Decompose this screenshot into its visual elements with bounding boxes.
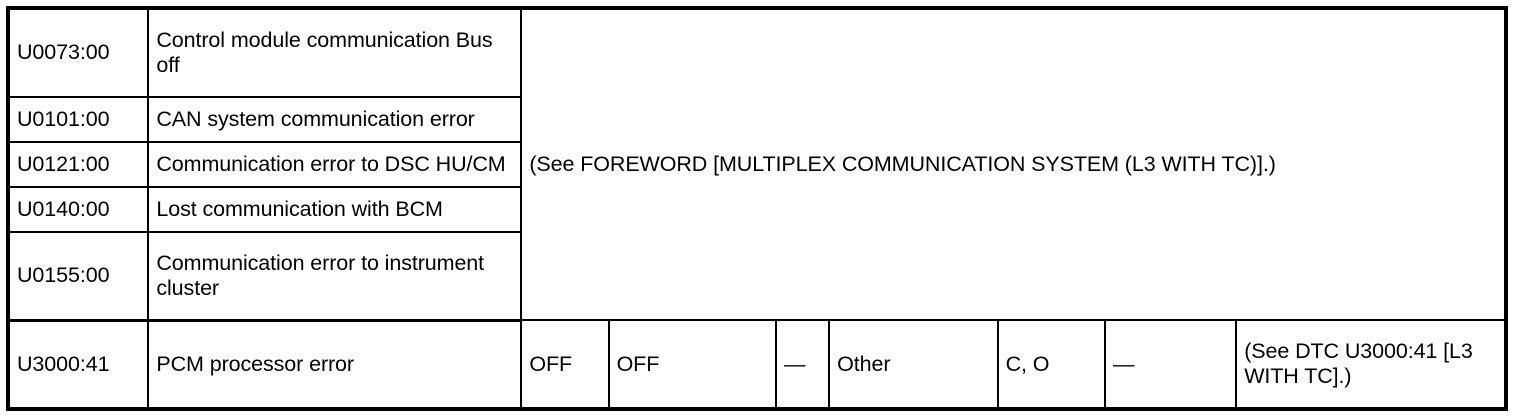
table-row: U0155:00 Communication error to instrume…: [6, 231, 1506, 322]
table-row: U0121:00 Communication error to DSC HU/C…: [6, 140, 1506, 189]
dtc-description-cell: PCM processor error: [147, 319, 523, 410]
dtc-code-cell: U0121:00: [6, 140, 150, 189]
dtc-value-cell-2: OFF: [607, 319, 778, 410]
foreword-reference-cell: (See FOREWORD [MULTIPLEX COMMUNICATION S…: [520, 6, 1507, 322]
dtc-value-cell-3: —: [774, 319, 831, 410]
dtc-code-cell: U0101:00: [6, 95, 150, 143]
dtc-code-cell: U0155:00: [6, 231, 150, 322]
dtc-description-cell: CAN system communication error: [147, 95, 523, 143]
dtc-description-cell: Communication error to instrument cluste…: [147, 231, 523, 322]
dtc-value-cell-4: Other: [828, 319, 999, 410]
dtc-description-cell: Lost communication with BCM: [147, 186, 523, 234]
dtc-table: U0073:00 Control module communication Bu…: [6, 6, 1508, 411]
dtc-description-cell: Control module communication Bus off: [147, 7, 523, 98]
dtc-code-cell: U0073:00: [6, 7, 150, 98]
dtc-reference-cell: (See DTC U3000:41 [L3 WITH TC].): [1235, 319, 1507, 410]
table-row: U0140:00 Lost communication with BCM: [6, 186, 1506, 234]
table-row: U0073:00 Control module communication Bu…: [6, 6, 1507, 322]
dtc-description-cell: Communication error to DSC HU/CM: [147, 140, 523, 189]
dtc-value-cell-1: OFF: [520, 319, 610, 410]
dtc-code-cell: U0140:00: [6, 186, 150, 234]
table-row: U3000:41 PCM processor error OFF OFF — O…: [6, 319, 1507, 410]
dtc-table-container: U0073:00 Control module communication Bu…: [6, 6, 1508, 411]
dtc-value-cell-6: —: [1103, 319, 1238, 410]
dtc-code-cell: U3000:41: [6, 319, 150, 410]
dtc-value-cell-5: C, O: [996, 319, 1106, 410]
table-row: U0101:00 CAN system communication error: [6, 95, 1506, 143]
